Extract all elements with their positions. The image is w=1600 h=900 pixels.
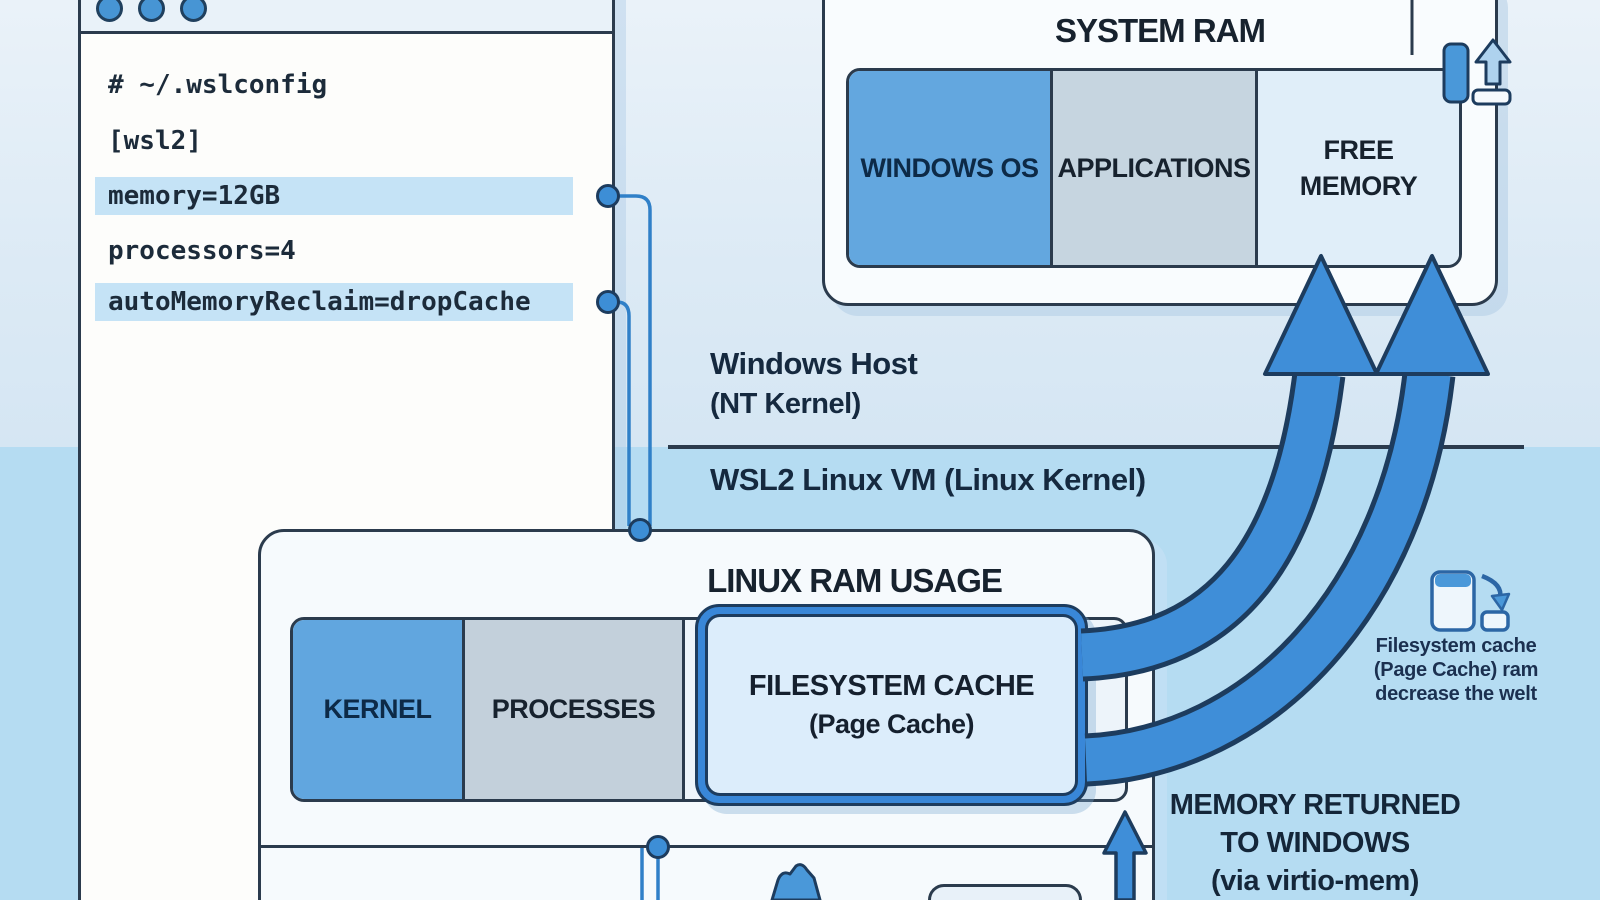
config-line-section: [wsl2] [108, 126, 202, 156]
filesystem-cache-subtitle: (Page Cache) [808, 709, 975, 739]
windows-host-subtitle: (NT Kernel) [710, 388, 861, 420]
segment-processes: PROCESSES [465, 620, 685, 799]
window-dot-icon [138, 0, 165, 22]
system-ram-bar: WINDOWS OS APPLICATIONS FREE MEMORY [846, 68, 1462, 268]
lower-section-box [928, 884, 1082, 900]
wsl2-vm-label: WSL2 Linux VM (Linux Kernel) [710, 462, 1146, 498]
cache-note-line3: decrease the welt [1375, 683, 1537, 705]
filesystem-cache-title: FILESYSTEM CACHE [748, 670, 1035, 702]
window-dot-icon [180, 0, 207, 22]
windows-host-label: Windows Host (NT Kernel) [710, 344, 918, 424]
memory-returned-text: MEMORY RETURNED TO WINDOWS (via virtio-m… [1158, 786, 1472, 900]
segment-free-memory-label: FREE MEMORY [1299, 135, 1418, 201]
config-line-automemoryreclaim: autoMemoryReclaim=dropCache [95, 283, 573, 321]
window-dot-icon [96, 0, 123, 22]
cache-note-text: Filesystem cache (Page Cache) ram decrea… [1368, 634, 1544, 706]
segment-applications: APPLICATIONS [1053, 71, 1258, 265]
window-titlebar [81, 0, 612, 34]
memory-returned-line3: (via virtio-mem) [1211, 865, 1419, 897]
segment-free-memory: FREE MEMORY [1258, 71, 1459, 265]
system-ram-title: SYSTEM RAM [1054, 12, 1266, 49]
memory-returned-line2: TO WINDOWS [1220, 827, 1410, 859]
host-vm-divider [668, 445, 1524, 449]
cache-note-line1: Filesystem cache [1375, 635, 1537, 657]
config-line-processors: processors=4 [108, 236, 296, 266]
config-line-memory: memory=12GB [95, 177, 573, 215]
wsl2-vm-subtitle: (Linux Kernel) [944, 462, 1146, 497]
linux-ram-box: LINUX RAM USAGE KERNEL PROCESSES FILESYS… [258, 529, 1155, 900]
segment-windows-os: WINDOWS OS [849, 71, 1053, 265]
cache-note-line2: (Page Cache) ram [1373, 659, 1539, 681]
filesystem-cache-box: FILESYSTEM CACHE (Page Cache) [695, 604, 1088, 806]
filesystem-cache-inner: FILESYSTEM CACHE (Page Cache) [705, 614, 1078, 796]
system-ram-box: SYSTEM RAM WINDOWS OS APPLICATIONS FREE … [822, 0, 1498, 306]
linux-ram-title: LINUX RAM USAGE [707, 562, 1003, 599]
memory-returned-line1: MEMORY RETURNED [1169, 789, 1461, 821]
linux-ram-internal-divider [261, 845, 1152, 848]
config-line-comment: # ~/.wslconfig [108, 70, 328, 100]
segment-kernel: KERNEL [293, 620, 465, 799]
windows-host-title: Windows Host [710, 346, 918, 381]
wsl2-vm-title: WSL2 Linux VM [710, 462, 945, 497]
